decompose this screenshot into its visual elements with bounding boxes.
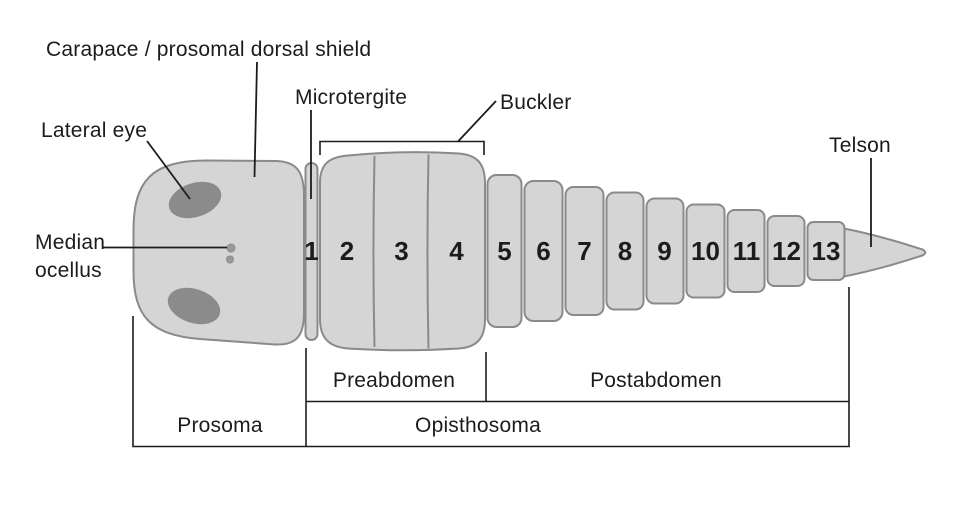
buckler-shape — [319, 151, 486, 352]
segment-number-12: 12 — [772, 236, 801, 266]
segment-11-shape — [726, 209, 766, 293]
telson-shape — [843, 227, 927, 278]
lateral-eye-leader-line — [146, 140, 191, 200]
median-ocellus-upper-dot — [226, 243, 236, 253]
label-postabdomen: Postabdomen — [590, 369, 722, 392]
segment-10-shape — [685, 203, 726, 299]
segment-number-1: 1 — [304, 236, 318, 266]
lateral-eye-lower — [167, 287, 221, 325]
segment-number-8: 8 — [618, 236, 632, 266]
segment-number-6: 6 — [536, 236, 550, 266]
segment-number-13: 13 — [812, 236, 841, 266]
segment-9-shape — [645, 197, 685, 305]
label-telson: Telson — [829, 134, 891, 157]
label-median-line1: Median — [35, 231, 105, 254]
segment-8-shape — [605, 191, 645, 311]
segment-6-shape — [523, 180, 564, 322]
buckler-bracket — [319, 140, 485, 155]
segment-12-shape — [766, 215, 806, 287]
label-buckler: Buckler — [500, 91, 571, 114]
buckler-divider-2 — [426, 154, 430, 349]
lateral-eye-upper — [168, 181, 222, 219]
segment-number-11: 11 — [733, 236, 761, 266]
label-carapace: Carapace / prosomal dorsal shield — [46, 38, 371, 61]
segment-number-9: 9 — [657, 236, 671, 266]
segment-number-3: 3 — [394, 236, 408, 266]
segment-number-10: 10 — [691, 236, 720, 266]
label-opisthosoma: Opisthosoma — [415, 414, 541, 437]
label-preabdomen: Preabdomen — [333, 369, 455, 392]
label-microtergite: Microtergite — [295, 86, 407, 109]
postabdomen-segments — [486, 174, 846, 328]
segment-numbers: 1 2 3 4 5 6 7 8 9 10 11 12 13 — [304, 236, 840, 266]
median-ocellus-lower-dot — [226, 255, 234, 264]
label-prosoma: Prosoma — [177, 414, 263, 437]
label-median-line2: ocellus — [35, 259, 102, 282]
segment-7-shape — [564, 186, 605, 316]
prosoma-opisthosoma-outer-bracket — [132, 287, 850, 448]
carapace-leader-line — [253, 61, 258, 178]
segment-5-shape — [486, 174, 523, 328]
segment-13-shape — [806, 221, 846, 281]
label-lateral-eye: Lateral eye — [41, 119, 147, 142]
prosoma-shape — [132, 159, 305, 346]
buckler-leader-line — [457, 100, 497, 143]
segment-number-7: 7 — [577, 236, 591, 266]
segment-number-2: 2 — [340, 236, 354, 266]
segment-number-4: 4 — [449, 236, 464, 266]
buckler-divider-1 — [372, 155, 376, 348]
segment-number-5: 5 — [497, 236, 511, 266]
